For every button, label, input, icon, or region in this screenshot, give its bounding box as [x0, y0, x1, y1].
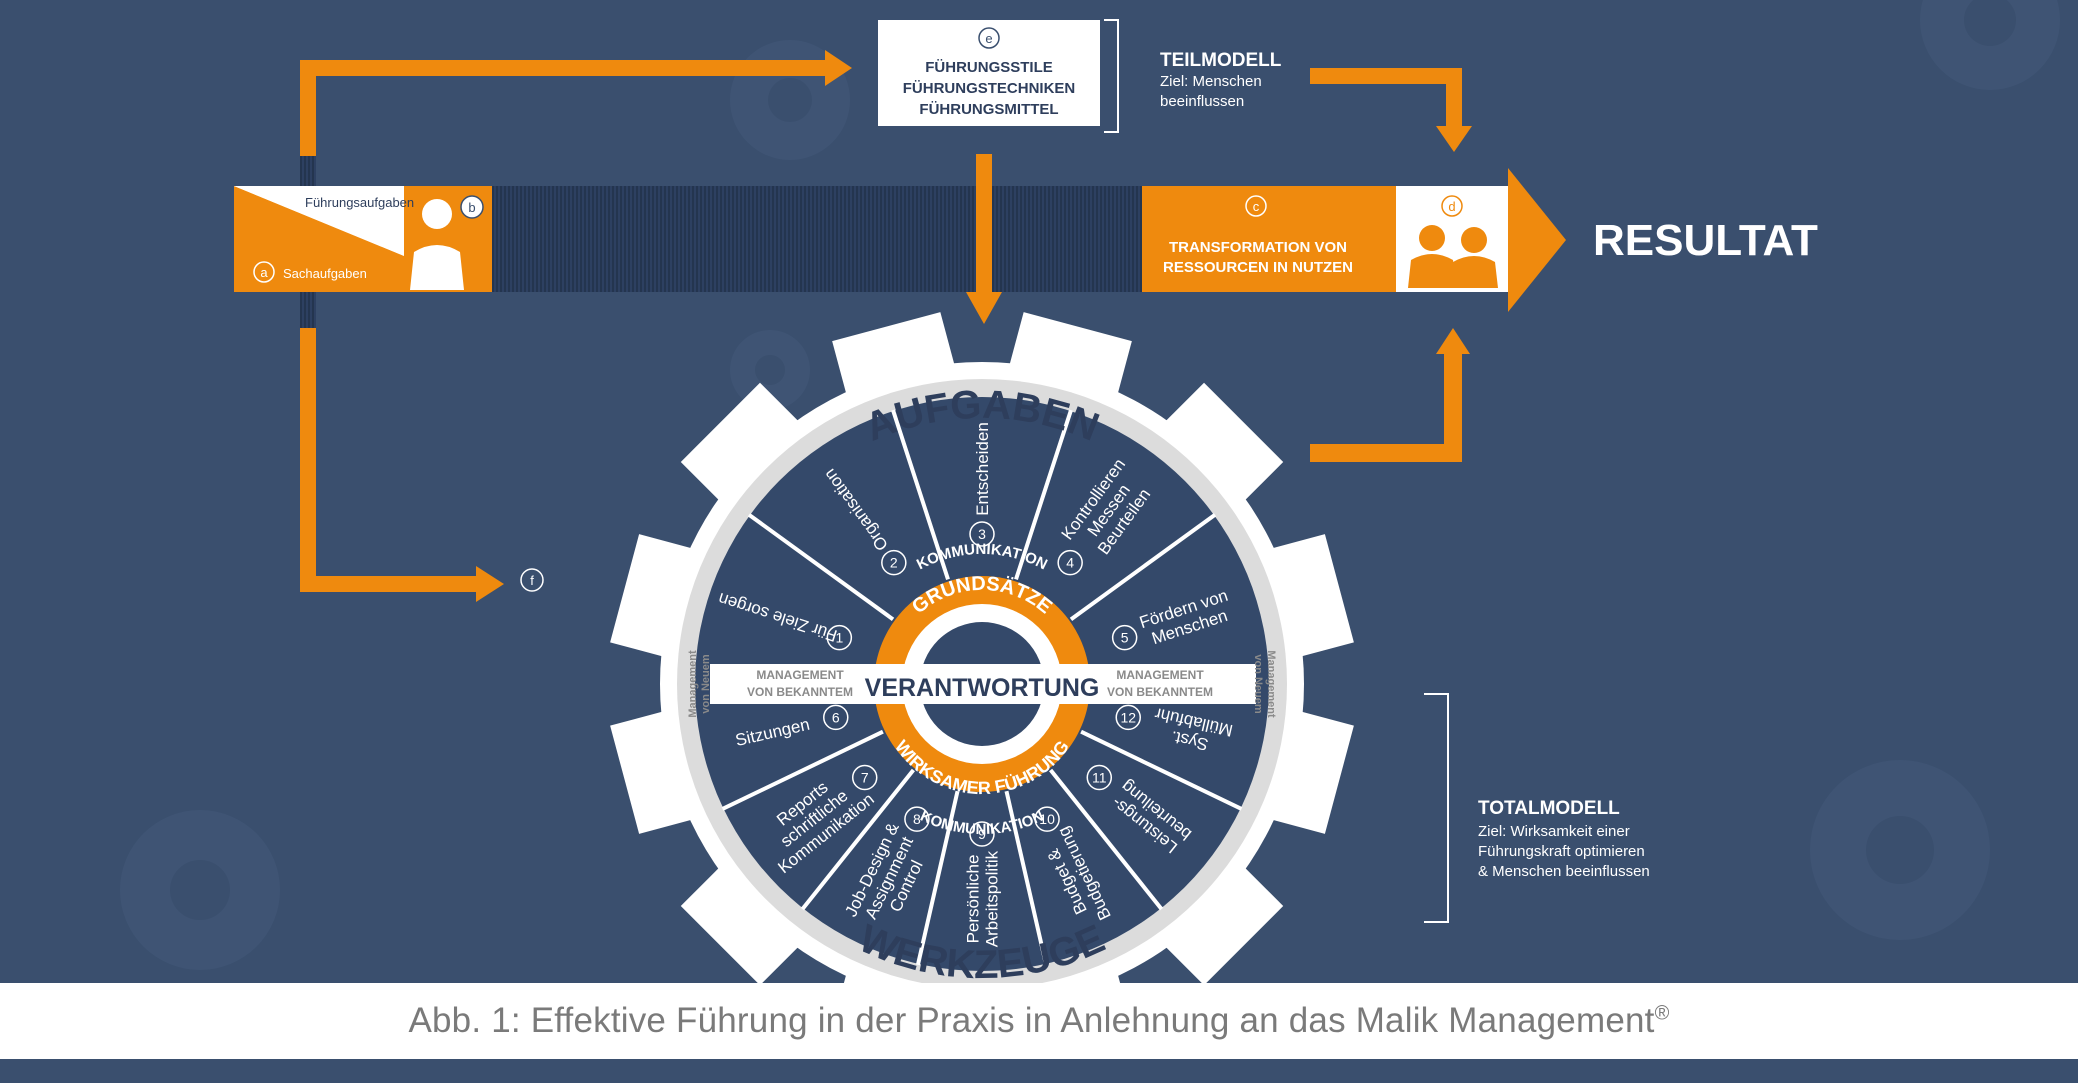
bottom-strip	[0, 1059, 2078, 1083]
task-number-circle	[969, 521, 995, 547]
tool-number: 8	[913, 811, 921, 827]
top-box-line-3: FÜHRUNGSMITTEL	[919, 101, 1058, 118]
top-box	[878, 20, 1100, 126]
marker-b	[460, 195, 484, 219]
wheel-spoke	[1069, 513, 1217, 621]
marker-e-label: e	[985, 31, 992, 46]
tool-number: 7	[861, 770, 869, 786]
teilmodell-line-1: Ziel: Menschen	[1160, 73, 1262, 90]
bar-left-line-2: VON BEKANNTEM	[747, 685, 853, 699]
marker-d	[1441, 195, 1463, 217]
hatched-stub-up	[300, 155, 316, 187]
totalmodell-line-2: Führungskraft optimieren	[1478, 843, 1645, 860]
task-number: 3	[978, 526, 986, 542]
tool-number-circle	[1086, 764, 1113, 791]
top-box-line-1: FÜHRUNGSSTILE	[925, 59, 1053, 76]
tool-number-circle	[823, 704, 849, 731]
marker-c	[1245, 195, 1267, 217]
caption-bar: Abb. 1: Effektive Führung in der Praxis …	[0, 983, 2078, 1059]
marker-c-label: c	[1253, 199, 1260, 214]
tool-number-circle	[969, 821, 995, 847]
task-number-circle	[1057, 549, 1083, 576]
diagram-canvas: e FÜHRUNGSSTILE FÜHRUNGSTECHNIKEN FÜHRUN…	[170, 0, 2016, 1056]
top-box-bracket	[1104, 19, 1119, 133]
tool-number-circle	[1034, 806, 1060, 832]
outer-left-line-1: Management	[687, 650, 699, 718]
totalmodell-line-1: Ziel: Wirksamkeit einer	[1478, 823, 1630, 840]
totalmodell-title: TOTALMODELL	[1478, 798, 1620, 819]
gear-tooth	[1140, 842, 1284, 986]
wheel-spoke	[800, 768, 915, 911]
marker-f-label: f	[530, 573, 534, 588]
resultat-label: RESULTAT	[1593, 216, 1818, 265]
tool-number: 12	[1120, 709, 1136, 725]
outer-left-line-2: von Neuem	[700, 654, 712, 714]
wheel-spoke	[1080, 729, 1243, 811]
task-number-circle	[1111, 624, 1138, 651]
tool-number-circle	[904, 806, 930, 832]
task-number-circle	[826, 624, 853, 651]
verantwortung-label: VERANTWORTUNG	[865, 674, 1100, 702]
task-number: 1	[835, 630, 843, 646]
tool-label: Persönliche	[964, 855, 983, 944]
tool-number-circle	[1115, 704, 1141, 731]
gear-tooth	[1140, 382, 1284, 526]
tool-number: 9	[978, 826, 986, 842]
hatched-stub-down	[300, 292, 316, 328]
top-box-line-2: FÜHRUNGSTECHNIKEN	[903, 80, 1076, 97]
outer-right-line-1: Management	[1265, 650, 1277, 718]
wheel-spoke	[721, 729, 884, 811]
tool-number: 11	[1092, 770, 1107, 786]
task-number-circle	[881, 549, 907, 576]
teilmodell-line-2: beeinflussen	[1160, 93, 1244, 110]
left-box-lower-label: Sachaufgaben	[283, 266, 367, 281]
task-segment: 3 Entscheiden	[969, 422, 995, 547]
wheel-spoke	[891, 409, 950, 581]
outer-right-line-2: von Neuem	[1252, 654, 1264, 714]
transform-line-2: RESSOURCEN IN NUTZEN	[1163, 259, 1353, 276]
bar-left-line-1: MANAGEMENT	[756, 668, 844, 682]
caption: Abb. 1: Effektive Führung in der Praxis …	[408, 1001, 1669, 1041]
tool-number-circle	[851, 764, 878, 791]
marker-d-label: d	[1448, 199, 1455, 214]
tool-number: 10	[1039, 811, 1055, 827]
tool-number: 6	[832, 709, 840, 725]
task-number: 2	[890, 555, 898, 571]
caption-text: Abb. 1: Effektive Führung in der Praxis …	[408, 1001, 1655, 1040]
wheel-spoke	[915, 790, 960, 966]
marker-f	[520, 568, 544, 592]
wheel-spoke	[1004, 790, 1049, 966]
task-label: Entscheiden	[973, 422, 992, 516]
people-icon	[1408, 225, 1498, 288]
wheel-spokes	[721, 409, 1243, 966]
hatched-band	[370, 186, 1150, 292]
marker-a-label: a	[260, 265, 268, 280]
flow-arrows	[300, 50, 1566, 602]
bar-right-line-1: MANAGEMENT	[1116, 668, 1204, 682]
teilmodell-title: TEILMODELL	[1160, 50, 1282, 71]
marker-a	[253, 261, 275, 283]
background-gears-holes	[170, 0, 2016, 920]
marker-b-label: b	[468, 200, 475, 215]
marker-e	[978, 27, 1000, 49]
wheel-spoke	[1049, 768, 1164, 911]
task-number: 5	[1121, 630, 1129, 646]
gear-tooth	[680, 382, 824, 526]
tool-label: Arbeitspolitik	[983, 850, 1002, 947]
gear-tooth	[680, 842, 824, 986]
wheel-spoke	[747, 513, 895, 621]
totalmodell-line-3: & Menschen beeinflussen	[1478, 863, 1650, 880]
bar-right-line-2: VON BEKANNTEM	[1107, 685, 1213, 699]
wheel-spoke	[1014, 409, 1073, 581]
caption-registered-mark: ®	[1654, 1002, 1670, 1025]
left-box-upper-label: Führungsaufgaben	[305, 195, 414, 210]
manager-icon	[410, 199, 464, 290]
task-number: 4	[1066, 555, 1074, 571]
totalmodell-bracket	[1424, 693, 1449, 923]
transform-line-1: TRANSFORMATION VON	[1169, 239, 1347, 256]
